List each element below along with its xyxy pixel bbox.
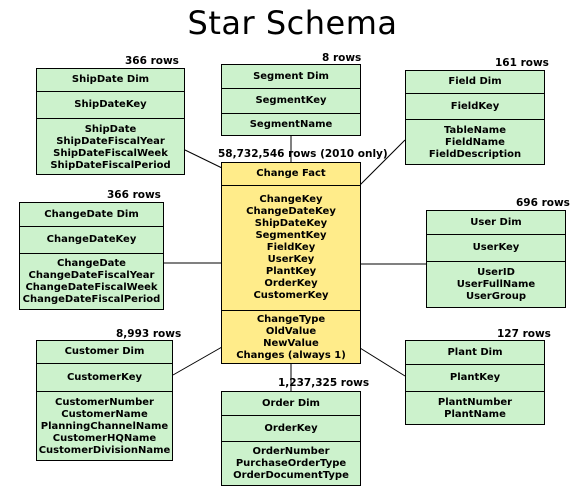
fact-measure: ChangeType [256,314,326,325]
fact-measure: NewValue [263,338,319,349]
table-name: Field Dim [448,76,502,87]
table-attribute: TableName [444,124,506,136]
table-attribute: PurchaseOrderType [235,458,347,469]
fact-measure: OldValue [265,326,317,337]
table-attribute: ShipDate [84,123,137,135]
table-key: UserKey [472,242,520,253]
table-key: FieldKey [450,100,500,112]
table-attribute: CustomerNumber [55,396,154,408]
fact-key: ShipDateKey [254,218,328,229]
table-attribute: OrderDocumentType [233,470,349,481]
table-name: Order Dim [262,397,320,409]
table-attribute: PlantNumber [437,396,513,408]
table-name: Segment Dim [253,70,329,82]
table-key: SegmentKey [255,95,327,106]
table-attribute: ChangeDate [57,258,126,269]
table-attribute: ChangeDateFiscalWeek [25,282,158,293]
diagram-title: Star Schema [187,4,398,42]
table-attribute: ShipDateFiscalWeek [53,147,168,159]
table-attribute: UserFullName [456,279,536,290]
table-key: CustomerKey [66,371,143,383]
table-attribute: ChangeDateFiscalPeriod [22,294,161,305]
fact-key: ChangeKey [259,194,323,205]
fact-key: FieldKey [266,242,316,253]
change-fact-table[interactable]: Change Fact ChangeKey ChangeDateKey Ship… [221,162,361,364]
link-plant [359,347,406,377]
shipdate-row-count: 366 rows [125,55,179,67]
changedate-row-count: 366 rows [107,189,161,201]
table-attribute: UserGroup [465,291,527,302]
fact-key: PlantKey [265,266,317,277]
user-dim-table[interactable]: User Dim UserKey UserID UserFullName Use… [426,210,566,308]
order-dim-table[interactable]: Order Dim OrderKey OrderNumber PurchaseO… [221,391,361,486]
table-attribute: ShipDateFiscalPeriod [50,159,171,171]
table-attribute: PlanningChannelName [40,420,169,432]
fact-key: UserKey [267,254,315,265]
fact-key: CustomerKey [253,290,329,301]
field-dim-table[interactable]: Field Dim FieldKey TableName FieldName F… [405,70,545,165]
fact-key: SegmentKey [255,230,327,241]
table-key: OrderKey [264,422,318,434]
table-key: ShipDateKey [74,99,147,110]
segment-row-count: 8 rows [322,52,362,64]
table-attribute: OrderNumber [252,446,330,457]
fact-measure: Changes (always 1) [236,350,346,361]
table-attribute: SegmentName [249,119,333,130]
table-name: ChangeDate Dim [44,208,139,220]
plant-dim-table[interactable]: Plant Dim PlantKey PlantNumber PlantName [405,340,545,425]
fact-row-count: 58,732,546 rows (2010 only) [218,148,388,160]
table-attribute: FieldName [445,136,505,148]
table-attribute: FieldDescription [428,148,522,160]
customer-row-count: 8,993 rows [116,328,182,340]
table-attribute: ChangeDateFiscalYear [28,270,155,281]
table-attribute: CustomerName [61,408,148,420]
table-attribute: PlantName [444,408,506,420]
link-shipdate [184,149,223,169]
table-name: Plant Dim [447,346,503,358]
table-name: Customer Dim [64,346,145,357]
table-attribute: UserID [477,267,515,278]
fact-key: OrderKey [264,278,318,289]
customer-dim-table[interactable]: Customer Dim CustomerKey CustomerNumber … [36,340,173,461]
link-customer [172,346,223,376]
shipdate-dim-table[interactable]: ShipDate Dim ShipDateKey ShipDate ShipDa… [36,68,185,175]
table-attribute: CustomerDivisionName [38,444,171,456]
user-row-count: 696 rows [516,197,570,209]
table-attribute: CustomerHQName [52,432,157,444]
segment-dim-table[interactable]: Segment Dim SegmentKey SegmentName [221,64,361,136]
field-row-count: 161 rows [495,57,549,69]
fact-key: ChangeDateKey [246,206,336,217]
changedate-dim-table[interactable]: ChangeDate Dim ChangeDateKey ChangeDate … [19,202,164,310]
table-name: ShipDate Dim [71,74,150,85]
table-name: User Dim [470,216,522,228]
order-row-count: 1,237,325 rows [278,377,370,389]
table-key: PlantKey [449,372,501,383]
table-attribute: ShipDateFiscalYear [56,135,165,147]
plant-row-count: 127 rows [497,328,551,340]
table-key: ChangeDateKey [46,234,137,245]
table-name: Change Fact [256,168,326,179]
link-field [359,139,406,186]
